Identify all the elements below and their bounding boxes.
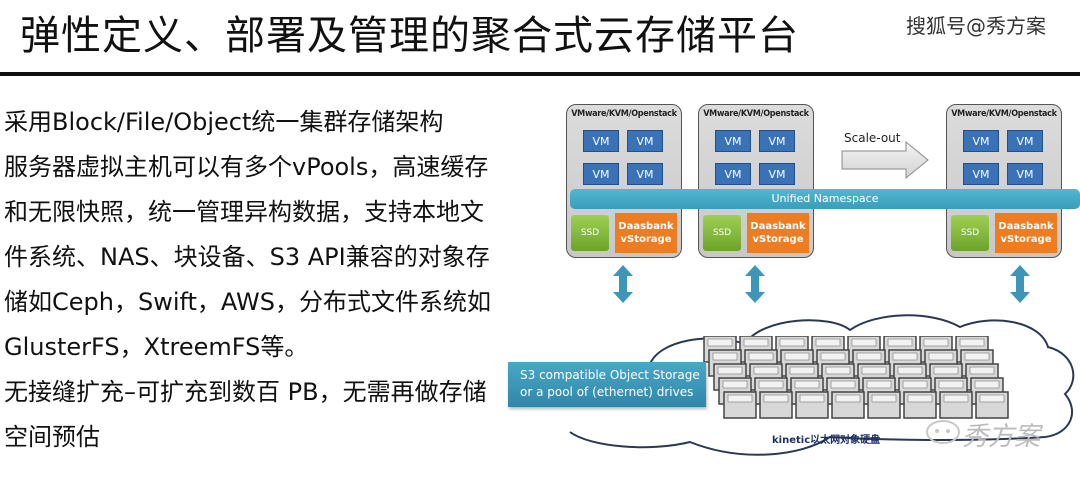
unified-namespace-bar: Unified Namespace — [570, 189, 1080, 209]
hard-drive-icon — [795, 391, 829, 419]
storage-label-line2: vStorage — [620, 234, 672, 245]
kinetic-drive-label: kinetic以太网对象硬盘 — [772, 435, 881, 446]
ssd-block: SSD — [571, 215, 609, 251]
bullet-1: 采用Block/File/Object统一集群存储架构 — [4, 108, 444, 136]
scale-out-arrow-icon — [841, 140, 929, 180]
watermark-top: 搜狐号@秀方案 — [906, 14, 1046, 38]
host-label: VMware/KVM/Openstack — [951, 109, 1057, 119]
daasbank-vstorage-block: Daasbank vStorage — [995, 213, 1057, 253]
daasbank-vstorage-block: Daasbank vStorage — [747, 213, 809, 253]
bullet-list: 采用Block/File/Object统一集群存储架构 服务器虚拟主机可以有多个… — [4, 100, 494, 460]
host-box-2: VMware/KVM/Openstack VM VM VM VM SSD Daa… — [698, 104, 814, 258]
s3-label-line2: or a pool of (ethernet) drives — [520, 385, 694, 399]
host-box-3: VMware/KVM/Openstack VM VM VM VM SSD Daa… — [946, 104, 1062, 258]
s3-object-storage-box: S3 compatible Object Storage or a pool o… — [508, 362, 706, 407]
hard-drive-icon — [903, 391, 937, 419]
bidirectional-arrow-icon — [745, 265, 765, 303]
bidirectional-arrow-icon — [1010, 265, 1030, 303]
hard-drive-icon — [759, 391, 793, 419]
vm-block: VM — [963, 163, 999, 185]
ssd-block: SSD — [703, 215, 741, 251]
vm-block: VM — [759, 130, 795, 152]
watermark-bottom: 秀方案 — [962, 422, 1041, 452]
host-label: VMware/KVM/Openstack — [703, 109, 809, 119]
hard-drive-icon — [723, 391, 757, 419]
vm-block: VM — [583, 163, 619, 185]
storage-label-line1: Daasbank — [750, 221, 806, 232]
hard-drive-icon — [867, 391, 901, 419]
vm-block: VM — [627, 163, 663, 185]
scale-out-label: Scale-out — [844, 131, 901, 145]
ssd-block: SSD — [951, 215, 989, 251]
bidirectional-arrow-icon — [613, 265, 633, 303]
hard-drive-icon — [939, 391, 973, 419]
vm-block: VM — [583, 130, 619, 152]
wechat-watermark-icon — [926, 420, 960, 444]
bullet-2: 服务器虚拟主机可以有多个vPools，高速缓存和无限快照，统一管理异构数据，支持… — [4, 153, 492, 361]
bullet-3: 无接缝扩充–可扩充到数百 PB，无需再做存储空间预估 — [4, 378, 487, 451]
host-label: VMware/KVM/Openstack — [571, 109, 677, 119]
vm-block: VM — [1007, 130, 1043, 152]
vm-block: VM — [1007, 163, 1043, 185]
storage-label-line1: Daasbank — [998, 221, 1054, 232]
host-box-1: VMware/KVM/Openstack VM VM VM VM SSD Daa… — [566, 104, 682, 258]
hard-drive-icon — [831, 391, 865, 419]
drive-array — [703, 336, 1009, 419]
slide-title: 弹性定义、部署及管理的聚合式云存储平台 — [20, 13, 799, 59]
storage-label-line2: vStorage — [1000, 234, 1052, 245]
storage-label-line1: Daasbank — [618, 221, 674, 232]
architecture-diagram: VMware/KVM/Openstack VM VM VM VM SSD Daa… — [500, 96, 1080, 483]
vm-block: VM — [963, 130, 999, 152]
storage-label-line2: vStorage — [752, 234, 804, 245]
vm-block: VM — [715, 163, 751, 185]
vm-block: VM — [759, 163, 795, 185]
s3-label-line1: S3 compatible Object Storage — [520, 368, 700, 382]
hard-drive-icon — [975, 391, 1009, 419]
title-divider — [0, 72, 1080, 76]
daasbank-vstorage-block: Daasbank vStorage — [615, 213, 677, 253]
vm-block: VM — [627, 130, 663, 152]
vm-block: VM — [715, 130, 751, 152]
